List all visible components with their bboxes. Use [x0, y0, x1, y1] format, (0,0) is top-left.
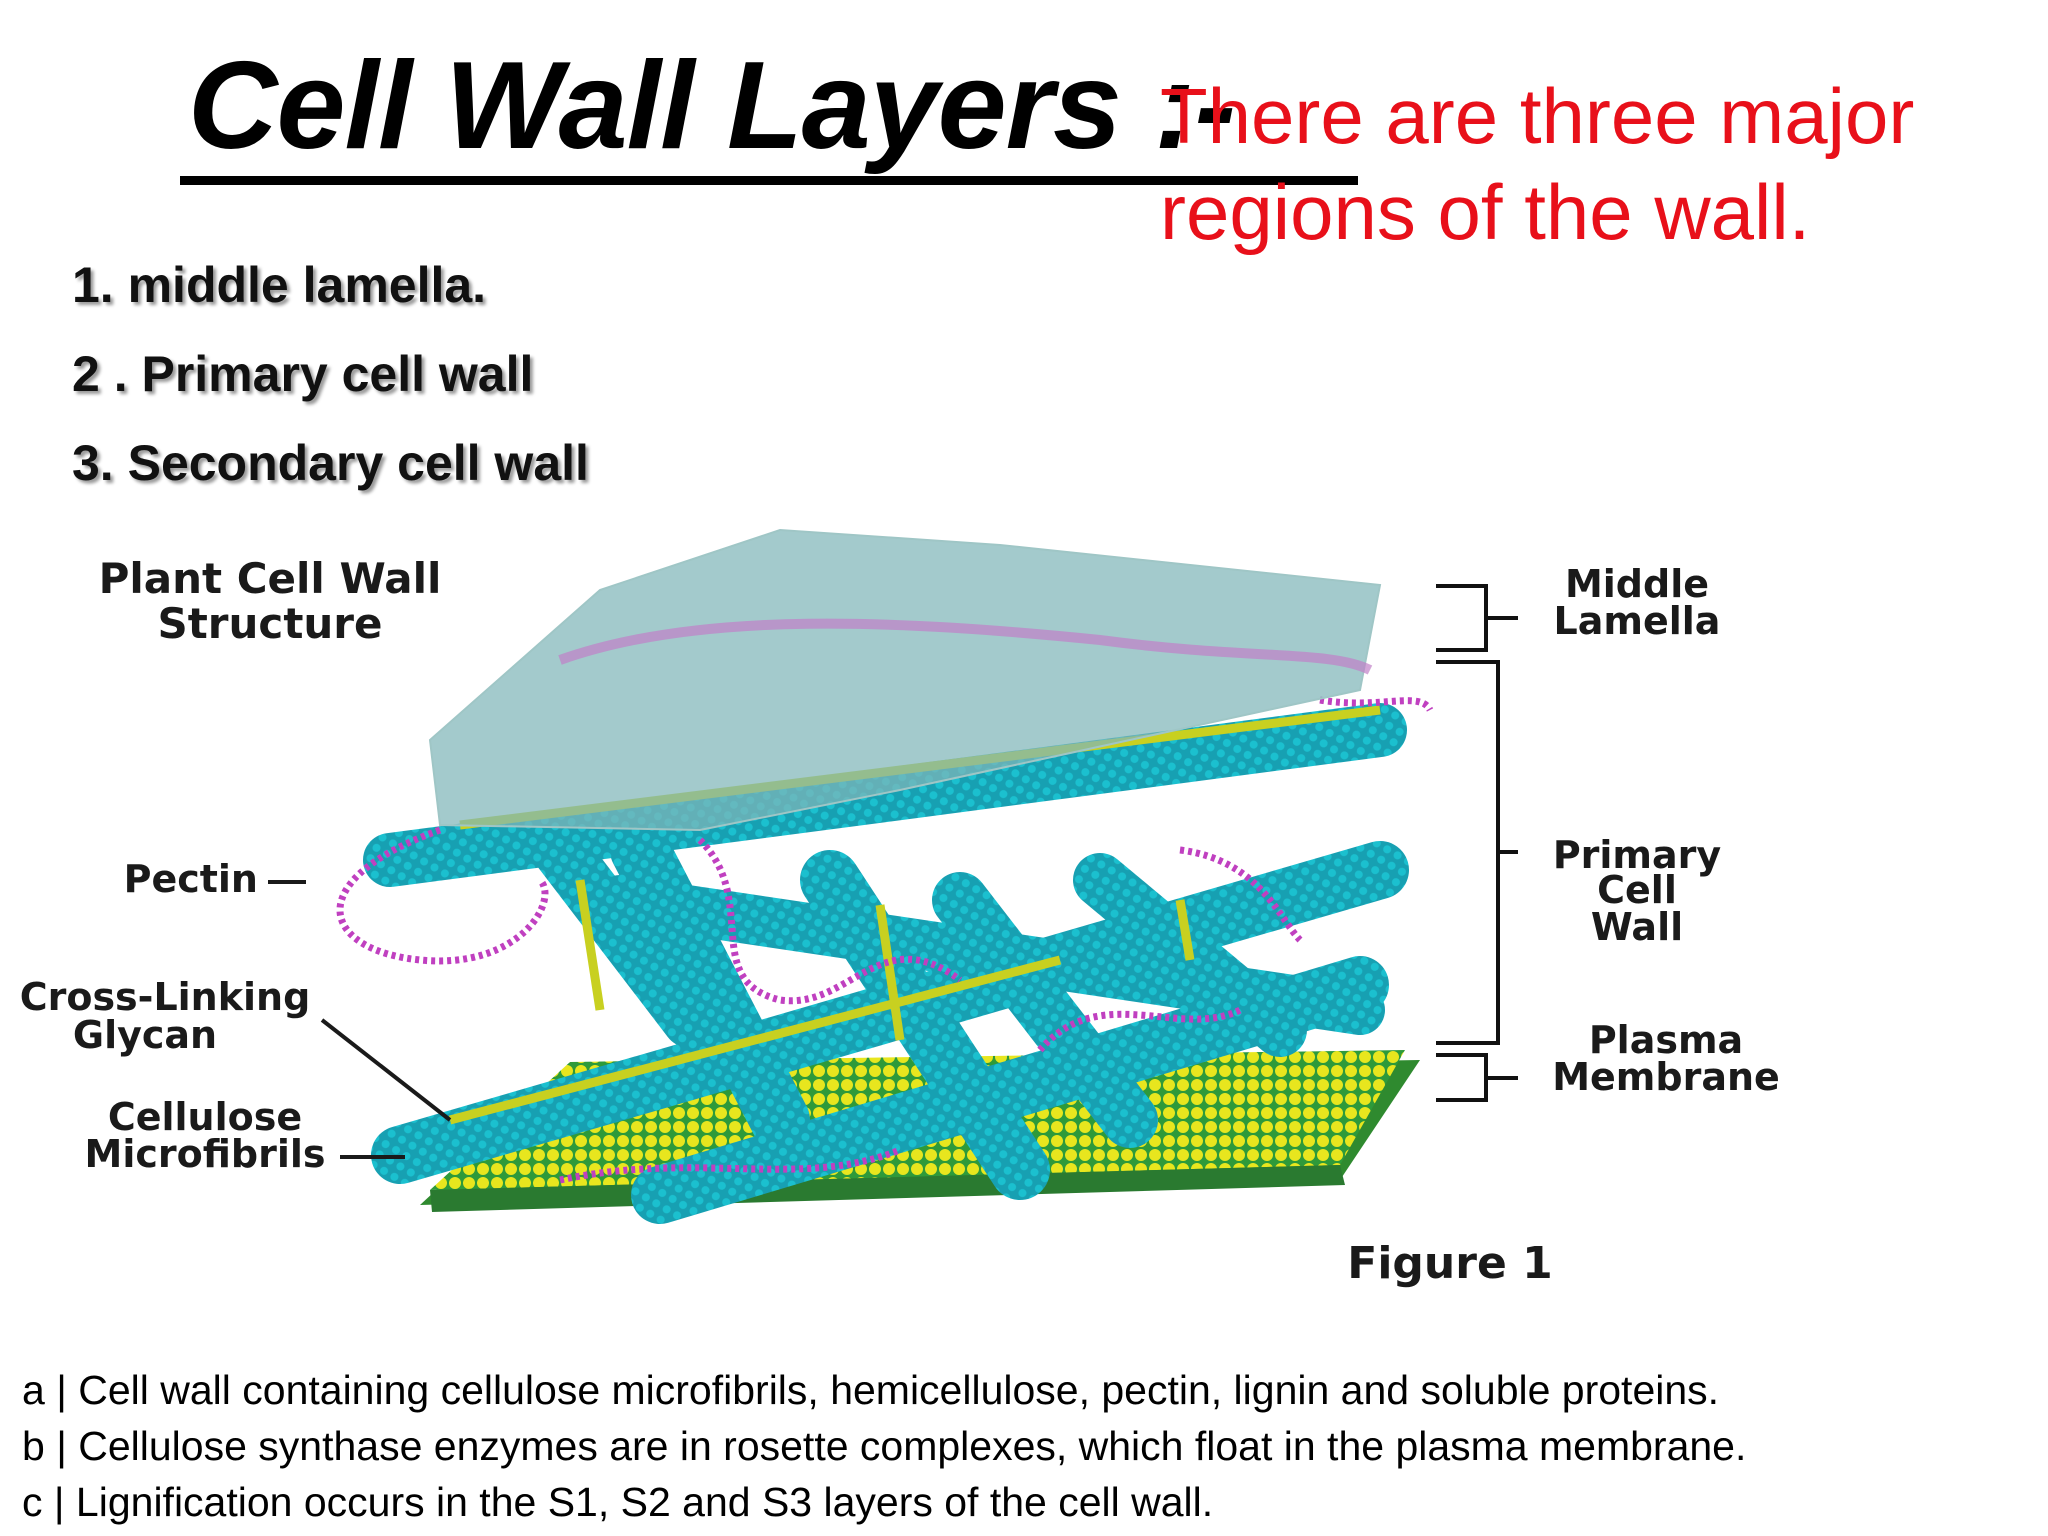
label-primary-wall-line-2: Cell — [1597, 868, 1677, 912]
figure-number-label: Figure 1 — [1347, 1238, 1552, 1289]
caption-line-b: b | Cellulose synthase enzymes are in ro… — [22, 1423, 1747, 1469]
label-middle-lamella-line-1: Middle — [1565, 562, 1709, 606]
label-plasma-membrane-line-2: Membrane — [1552, 1055, 1780, 1099]
title-underline — [180, 176, 1358, 185]
label-plasma-membrane-line-1: Plasma — [1589, 1018, 1743, 1062]
figure-heading-line-2: Structure — [157, 599, 382, 648]
label-primary-wall-line-3: Wall — [1591, 905, 1683, 949]
slide-title: Cell Wall Layers :- — [188, 37, 1236, 175]
layer-item-primary-wall: 2 . Primary cell wall — [72, 346, 534, 402]
cell-wall-figure: Plant Cell Wall Structure Pectin Cross-L… — [20, 528, 1780, 1289]
caption-line-c: c | Lignification occurs in the S1, S2 a… — [22, 1479, 1214, 1525]
regions-note-line-1: There are three major — [1160, 72, 1915, 160]
label-pectin: Pectin — [124, 857, 306, 901]
label-middle-lamella-line-2: Lamella — [1554, 599, 1721, 643]
figure-heading-line-1: Plant Cell Wall — [99, 554, 442, 603]
label-cellulose-microfibrils: Cellulose Microfibrils — [85, 1095, 405, 1176]
layer-item-middle-lamella: 1. middle lamella. — [72, 257, 487, 313]
label-crosslinking-line-2: Glycan — [73, 1013, 217, 1057]
cellulose-microfibrils — [363, 703, 1409, 1224]
label-crosslinking-line-1: Cross-Linking — [20, 975, 311, 1019]
right-brackets — [1436, 584, 1518, 1102]
label-primary-wall-line-1: Primary — [1553, 833, 1722, 877]
figure-caption: a | Cell wall containing cellulose micro… — [22, 1362, 1746, 1530]
caption-line-a: a | Cell wall containing cellulose micro… — [22, 1367, 1720, 1413]
regions-note-line-2: regions of the wall. — [1160, 168, 1811, 256]
label-pectin-text: Pectin — [124, 857, 258, 901]
label-cross-linking-glycan: Cross-Linking Glycan — [20, 975, 452, 1122]
middle-lamella-layer — [428, 528, 1382, 832]
label-cellulose-line-2: Microfibrils — [85, 1132, 326, 1176]
label-cellulose-line-1: Cellulose — [108, 1095, 302, 1139]
layer-item-secondary-wall: 3. Secondary cell wall — [72, 435, 589, 491]
regions-note: There are three major regions of the wal… — [1160, 68, 1914, 260]
pectin-chains — [336, 696, 1434, 1184]
layer-list: 1. middle lamella. 2 . Primary cell wall… — [72, 255, 589, 522]
